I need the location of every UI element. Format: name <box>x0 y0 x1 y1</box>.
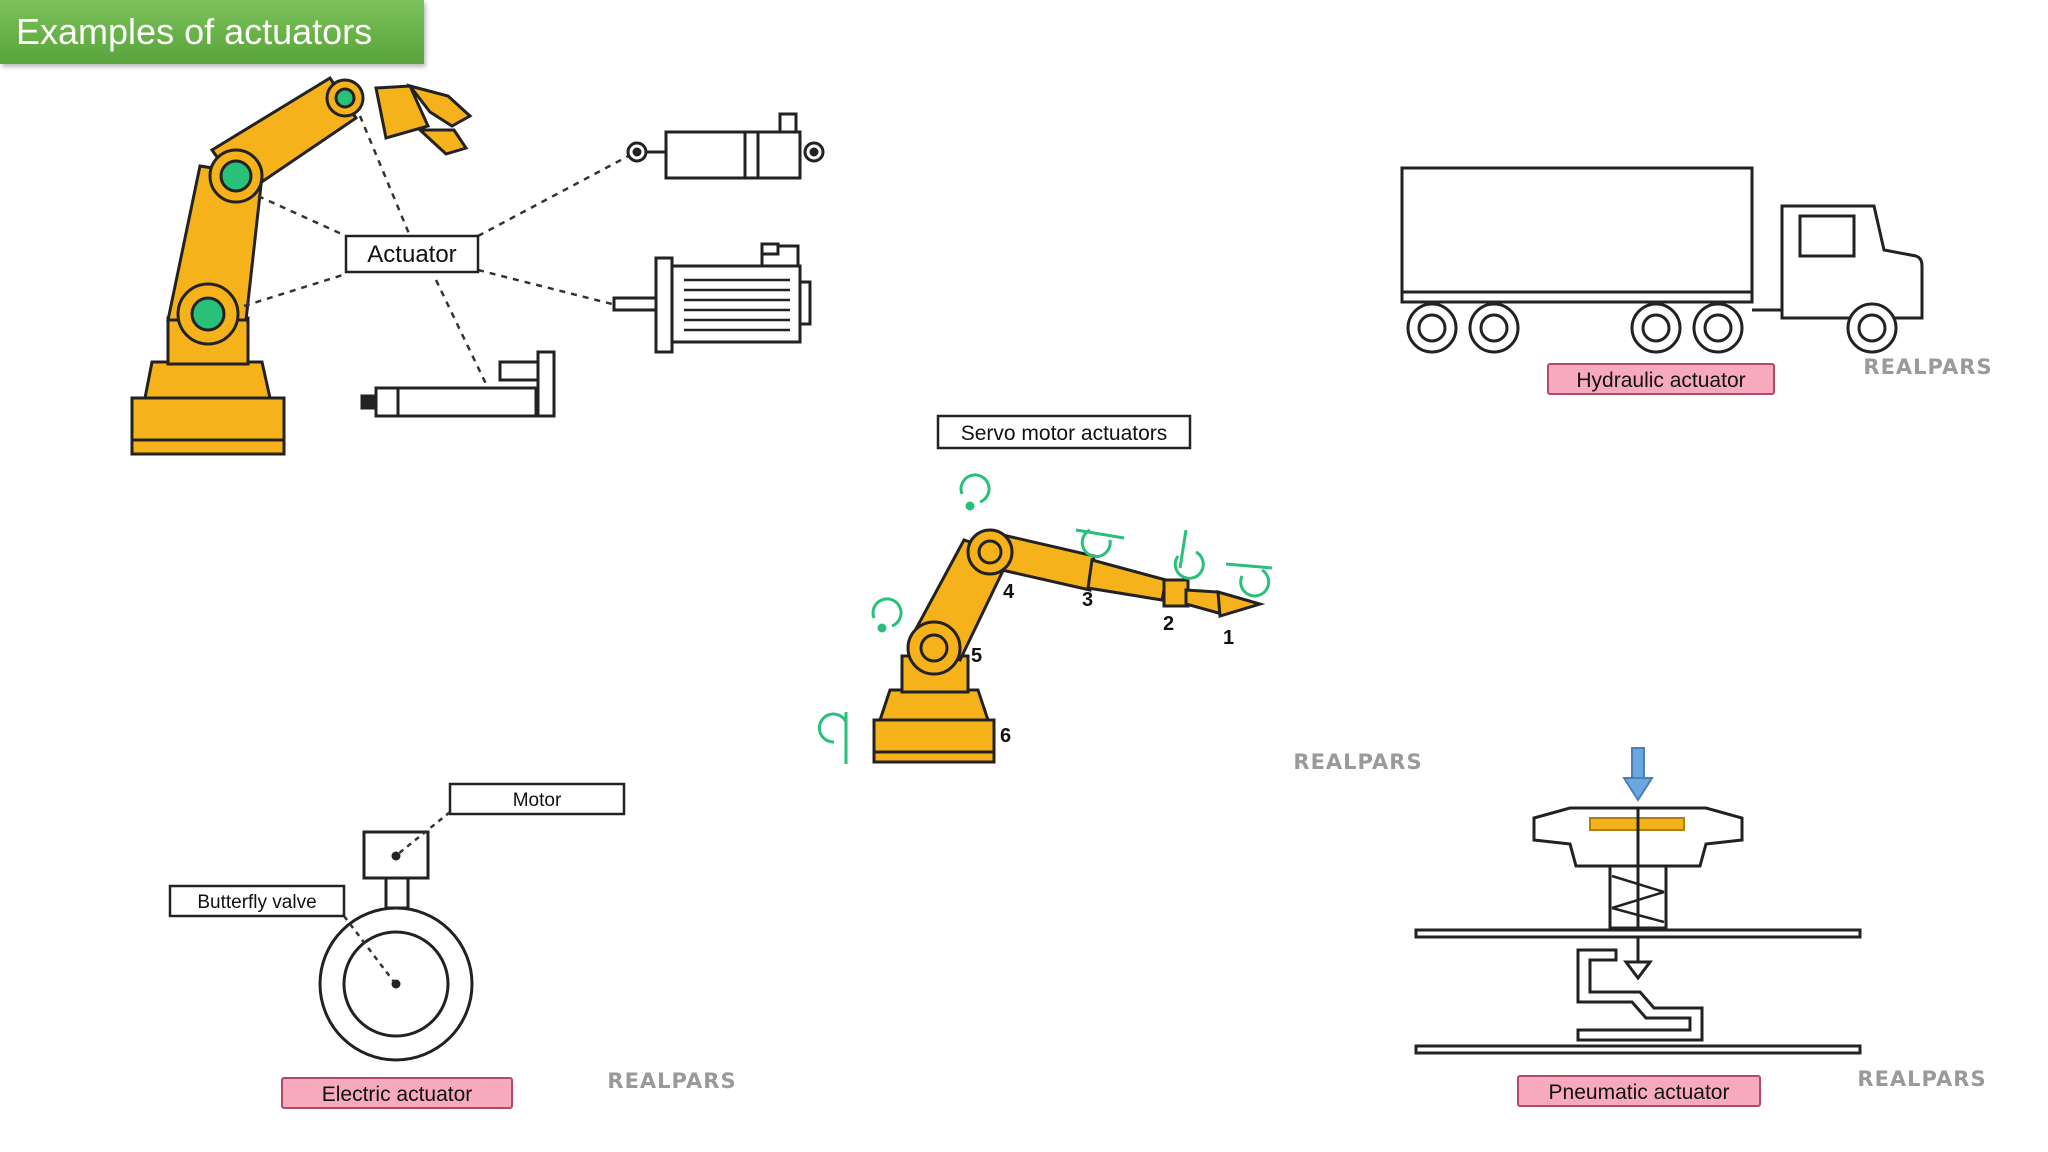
joint-number-6: 6 <box>1000 725 1011 747</box>
watermark-bottom-center: REALPARS <box>607 1069 736 1093</box>
rotation-arrow-icon <box>1173 529 1205 580</box>
electric-label: Electric actuator <box>322 1083 473 1106</box>
rotation-arrow-icon <box>1075 528 1125 559</box>
robot-joint-wrist <box>334 87 356 109</box>
robot-joint-shoulder <box>219 159 253 193</box>
rotation-arrow-icons <box>817 473 1273 764</box>
joint-number-5: 5 <box>971 645 982 667</box>
servo-robot-tool <box>1216 589 1266 618</box>
rotation-arrow-icon <box>817 712 848 764</box>
actuator-label: Actuator <box>367 241 456 268</box>
joint-number-4: 4 <box>1003 581 1015 603</box>
electric-label-box <box>281 1077 513 1109</box>
electric-cylinder-icon <box>360 350 556 418</box>
actuator-leader-lines <box>243 115 637 385</box>
watermark-bottom-right: REALPARS <box>1857 1067 1986 1091</box>
actuator-label-box <box>344 234 480 274</box>
rotation-arrow-icon <box>959 473 991 511</box>
butterfly-valve-label-box <box>168 884 346 918</box>
rotation-arrow-icon <box>1225 562 1273 598</box>
butterfly-valve-illustration <box>318 830 474 1062</box>
joint-number-2: 2 <box>1163 613 1174 635</box>
motor-label-box <box>448 782 626 816</box>
joint-number-1: 1 <box>1223 627 1234 649</box>
servo-robot-illustration <box>872 528 1266 764</box>
pipe-bottom-wall <box>1414 1044 1862 1055</box>
pressure-arrow-icon <box>1631 747 1645 781</box>
pipe-top-wall <box>1414 928 1862 939</box>
robot-arm-illustration <box>130 75 473 456</box>
servo-robot-base <box>872 718 996 764</box>
robot-base <box>130 396 286 456</box>
truck-illustration <box>1400 166 1924 354</box>
robot-joint-base <box>190 296 226 332</box>
linear-actuator-icon <box>626 112 825 180</box>
valve-body <box>1576 948 1704 1042</box>
electric-leader-lines <box>343 811 451 983</box>
joint-numbers: 1 2 3 4 5 6 <box>971 581 1234 747</box>
motor-label: Motor <box>513 790 562 811</box>
hydraulic-label: Hydraulic actuator <box>1576 369 1745 392</box>
pneumatic-actuator-illustration <box>1414 747 1862 1055</box>
slide-title: Examples of actuators <box>0 0 424 64</box>
robot-gripper <box>374 84 431 140</box>
watermark-center: REALPARS <box>1293 750 1422 774</box>
rotation-arrow-icon <box>871 597 903 633</box>
servo-label-box <box>936 414 1192 450</box>
pneumatic-label-box <box>1517 1075 1761 1107</box>
servo-label: Servo motor actuators <box>961 422 1168 445</box>
watermark-top-right: REALPARS <box>1863 355 1992 379</box>
pneumatic-label: Pneumatic actuator <box>1549 1081 1730 1104</box>
joint-number-3: 3 <box>1082 589 1093 611</box>
truck-trailer <box>1400 166 1754 294</box>
truck-wheels <box>1406 302 1898 354</box>
hydraulic-label-box <box>1547 363 1775 395</box>
servo-motor-icon <box>612 242 812 354</box>
butterfly-valve-label: Butterfly valve <box>197 892 316 913</box>
